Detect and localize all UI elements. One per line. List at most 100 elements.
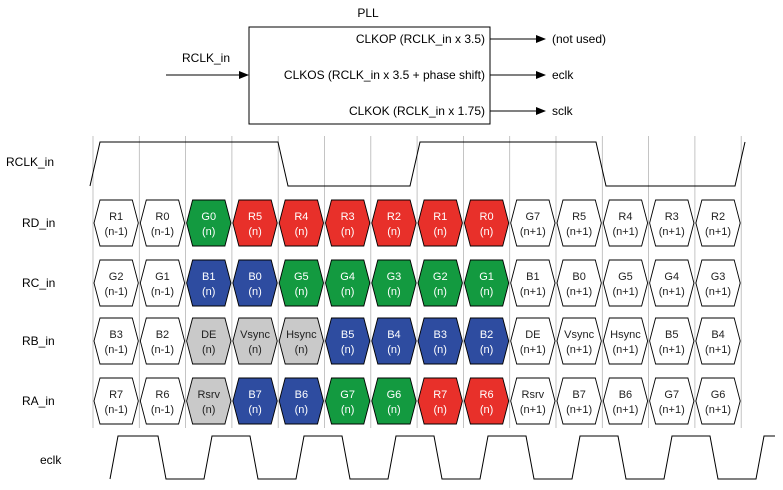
bit-name: G2 [109, 271, 124, 283]
eclk-waveform [109, 435, 775, 480]
bit-cell [139, 317, 186, 365]
bit-name: G7 [664, 389, 679, 401]
bit-name: B1 [526, 271, 539, 283]
bit-cell [371, 377, 417, 425]
bit-index: (n+1) [659, 404, 685, 416]
bit-cell [232, 317, 278, 365]
bit-index: (n) [480, 226, 493, 238]
bit-index: (n+1) [612, 404, 638, 416]
bit-index: (n+1) [659, 344, 685, 356]
bit-cell [186, 259, 232, 307]
eclk-signal: eclk [40, 435, 775, 480]
bit-cell [278, 377, 324, 425]
bit-name: R4 [618, 211, 632, 223]
bit-name: R1 [109, 211, 123, 223]
bit-cell [278, 259, 324, 307]
bit-name: B0 [248, 271, 261, 283]
bit-index: (n+1) [659, 226, 685, 238]
bit-cell [602, 199, 649, 247]
bit-index: (n-1) [151, 286, 174, 298]
bit-index: (n) [248, 344, 261, 356]
bit-cell [325, 259, 371, 307]
bit-index: (n+1) [566, 286, 592, 298]
bit-cell [325, 377, 371, 425]
bit-cell [139, 199, 186, 247]
bit-index: (n-1) [151, 404, 174, 416]
bit-name: R7 [433, 389, 447, 401]
bit-index: (n) [480, 404, 493, 416]
bit-name: R5 [572, 211, 586, 223]
bit-name: DE [525, 329, 540, 341]
bit-cell [186, 199, 232, 247]
bit-cell [649, 317, 695, 365]
bit-cell [649, 259, 695, 307]
timing-guides [92, 136, 742, 428]
bit-index: (n) [341, 286, 354, 298]
bit-cell [278, 317, 324, 365]
bit-cell [695, 199, 741, 247]
bit-index: (n) [248, 226, 261, 238]
bit-index: (n) [248, 404, 261, 416]
bit-cell [139, 377, 186, 425]
bit-cell [325, 317, 371, 365]
bit-cell [463, 377, 510, 425]
bit-index: (n) [295, 344, 308, 356]
bit-index: (n) [341, 344, 354, 356]
bit-index: (n+1) [520, 344, 546, 356]
bit-cell [93, 317, 139, 365]
bit-cell [695, 317, 741, 365]
bit-index: (n) [295, 226, 308, 238]
bit-cell [695, 259, 741, 307]
bit-cell [232, 377, 278, 425]
bit-name: B0 [572, 271, 585, 283]
bit-index: (n+1) [705, 404, 731, 416]
bit-name: G6 [387, 389, 402, 401]
bit-index: (n) [341, 226, 354, 238]
bit-cell [417, 377, 463, 425]
bit-name: R0 [480, 211, 494, 223]
bit-name: Hsync [610, 329, 641, 341]
bit-index: (n) [480, 344, 493, 356]
bit-cell [371, 199, 417, 247]
bit-cell [93, 259, 139, 307]
bit-index: (n+1) [566, 226, 592, 238]
bit-name: DE [201, 329, 216, 341]
bit-name: B7 [248, 389, 261, 401]
bit-index: (n+1) [612, 286, 638, 298]
bit-name: R2 [711, 211, 725, 223]
bit-index: (n) [387, 286, 400, 298]
bit-name: B4 [387, 329, 400, 341]
bit-index: (n) [387, 404, 400, 416]
bit-name: R2 [387, 211, 401, 223]
bit-cell [463, 259, 510, 307]
pll-title: PLL [357, 6, 379, 20]
bit-index: (n+1) [612, 344, 638, 356]
bit-cell [649, 377, 695, 425]
bit-index: (n) [480, 286, 493, 298]
bit-cell [371, 317, 417, 365]
bit-index: (n) [202, 404, 215, 416]
bit-index: (n) [387, 344, 400, 356]
bit-index: (n+1) [520, 226, 546, 238]
bit-index: (n+1) [659, 286, 685, 298]
bit-index: (n-1) [105, 286, 128, 298]
bit-name: B3 [434, 329, 447, 341]
bit-cell [510, 259, 556, 307]
bit-cell [556, 317, 602, 365]
pll-output-label-clkos: CLKOS (RCLK_in x 3.5 + phase shift) [284, 68, 485, 82]
row-label: RA_in [22, 394, 55, 408]
bit-name: B3 [109, 329, 122, 341]
bit-name: Vsync [564, 329, 594, 341]
bit-name: G7 [526, 211, 541, 223]
bit-name: R6 [155, 389, 169, 401]
bit-index: (n) [387, 226, 400, 238]
bit-cell [556, 377, 602, 425]
bit-cell [602, 317, 649, 365]
pll-output-label-clkop: CLKOP (RCLK_in x 3.5) [356, 32, 485, 46]
bit-index: (n) [295, 404, 308, 416]
bit-name: G1 [155, 271, 170, 283]
